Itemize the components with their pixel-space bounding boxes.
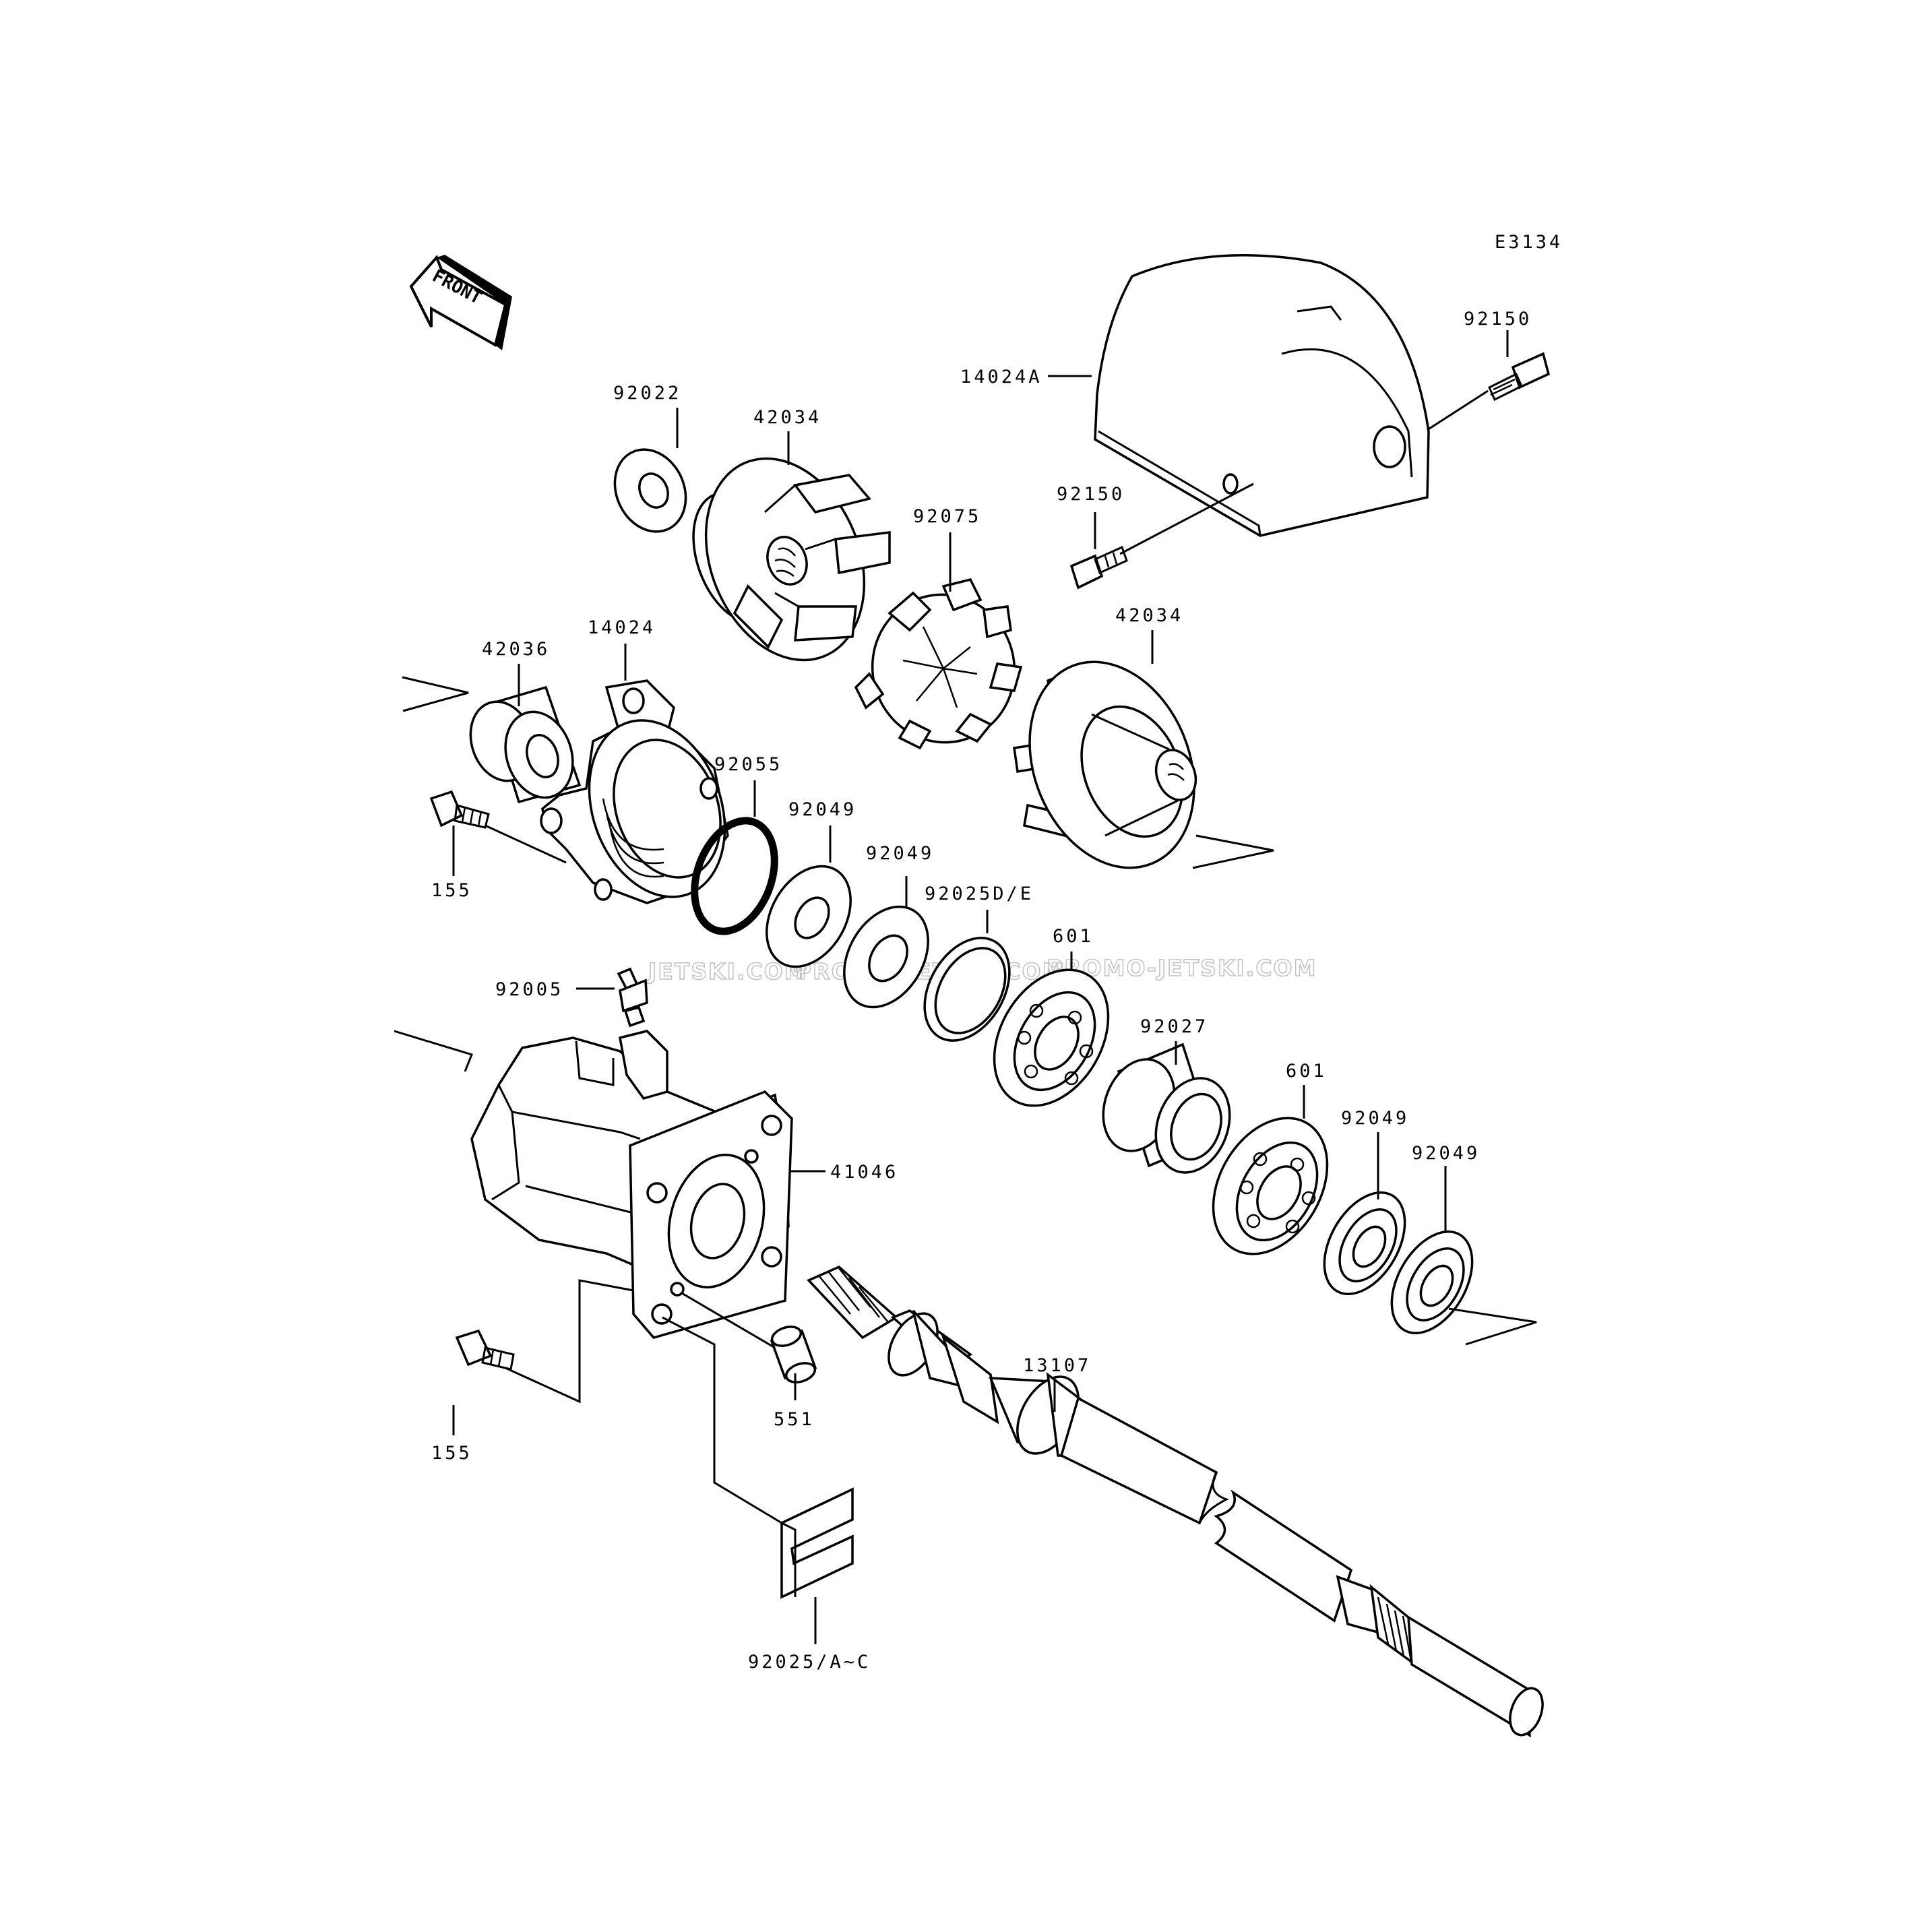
label-14024: 14024 xyxy=(588,617,656,638)
label-92150-upper: 92150 xyxy=(1464,309,1532,330)
spacer-92025de xyxy=(923,937,1011,1042)
label-601-2: 601 xyxy=(1286,1061,1327,1082)
pump-case-41046 xyxy=(470,1030,793,1339)
bolt-92150-lower xyxy=(1069,545,1128,590)
label-601-1: 601 xyxy=(1053,926,1094,947)
seal-92049-3 xyxy=(1323,1191,1406,1296)
label-42034-lower: 42034 xyxy=(1115,605,1183,626)
label-155-lower: 155 xyxy=(431,1443,472,1464)
bushing-42036 xyxy=(469,685,582,804)
label-551: 551 xyxy=(774,1409,815,1430)
front-arrow-icon: FRONT xyxy=(409,255,512,350)
label-92049-3: 92049 xyxy=(1341,1108,1409,1129)
shim-92025ac xyxy=(780,1487,854,1599)
bolt-155-lower xyxy=(455,1329,515,1371)
diagram-ref-code: E3134 xyxy=(1495,232,1563,253)
label-42036: 42036 xyxy=(482,639,550,660)
label-92075: 92075 xyxy=(913,506,981,527)
bolt-92150-upper xyxy=(1488,352,1551,402)
seal-92049-1 xyxy=(766,865,852,968)
label-92022: 92022 xyxy=(613,383,681,404)
leader-lines xyxy=(452,330,1509,1644)
collar-92027 xyxy=(1102,1042,1231,1174)
label-92025de: 92025D/E xyxy=(925,883,1034,904)
seal-92049-4 xyxy=(1390,1230,1474,1335)
cover-14024a xyxy=(1094,254,1430,537)
label-92025ac: 92025/A~C xyxy=(748,1652,871,1673)
drive-shaft-13107 xyxy=(807,1265,1544,1738)
housing-14024 xyxy=(540,679,729,904)
coupling-42034-upper xyxy=(692,457,891,662)
damper-92075 xyxy=(854,578,1023,750)
seal-92049-2 xyxy=(843,905,929,1009)
label-14024a: 14024A xyxy=(960,367,1042,387)
label-155-upper: 155 xyxy=(431,880,472,901)
reference-wedges xyxy=(394,676,1537,1346)
label-41046: 41046 xyxy=(830,1162,898,1183)
bearing-601-2 xyxy=(1212,1117,1329,1255)
dowel-551 xyxy=(770,1326,817,1383)
bearing-601-1 xyxy=(993,968,1110,1107)
washer-92022 xyxy=(613,448,687,533)
label-92049-4: 92049 xyxy=(1412,1143,1480,1164)
label-92055: 92055 xyxy=(714,754,782,775)
label-92005: 92005 xyxy=(495,979,563,1000)
label-92049-1: 92049 xyxy=(788,799,856,820)
label-42034-upper: 42034 xyxy=(753,407,821,428)
label-92150-lower: 92150 xyxy=(1057,484,1125,505)
label-13107: 13107 xyxy=(1023,1355,1091,1376)
grease-nipple-92005 xyxy=(617,967,648,1028)
oring-92055 xyxy=(691,817,778,935)
coupling-42034-lower xyxy=(1013,660,1197,869)
bolt-155-upper xyxy=(429,790,490,829)
label-92049-2: 92049 xyxy=(866,843,934,864)
part-labels: 92150 14024A 92022 42034 92150 92075 420… xyxy=(431,309,1532,1673)
label-92027: 92027 xyxy=(1140,1016,1208,1037)
